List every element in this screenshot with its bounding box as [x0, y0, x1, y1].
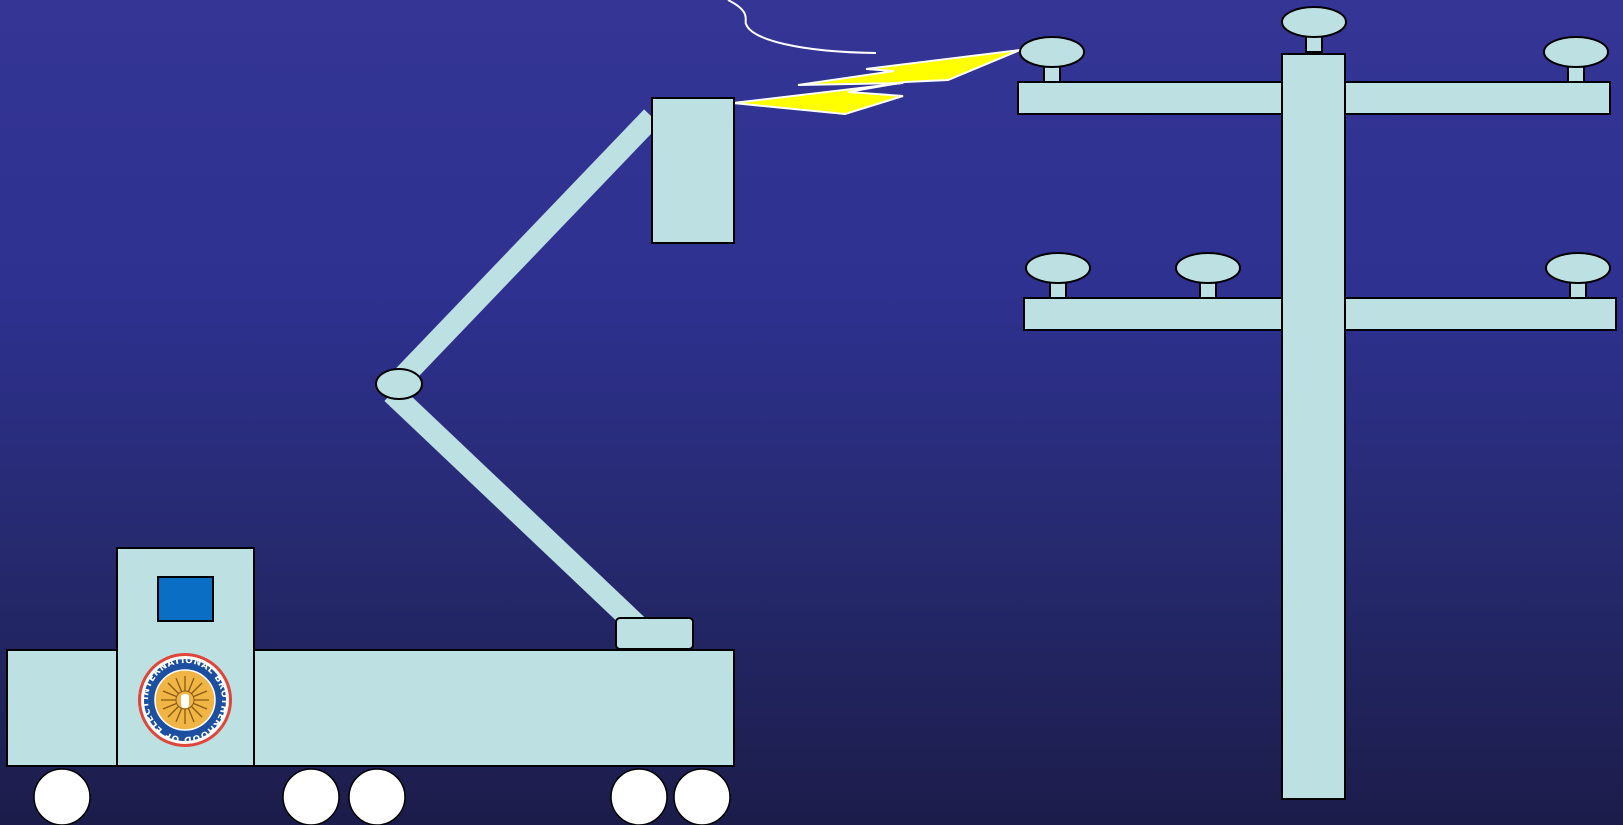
- power-line-wire: [728, 0, 876, 53]
- insulator-icon: [1282, 7, 1346, 52]
- truck-front-hood: [7, 650, 119, 766]
- front-wheel: [34, 769, 90, 825]
- bucket-truck: INTERNATIONAL BROTHERHOOD OF ELECTRICAL …: [7, 548, 734, 766]
- fist-icon: [181, 694, 189, 708]
- insulator-icon: [1176, 253, 1240, 298]
- middle-wheel-right: [349, 769, 405, 825]
- rear-wheel-left: [611, 769, 667, 825]
- electrical-arc-bolt: [733, 50, 1020, 114]
- lower-boom-arm: [392, 393, 642, 630]
- insulator-icon: [1020, 37, 1084, 82]
- middle-wheel-left: [283, 769, 339, 825]
- aerial-bucket: [652, 98, 734, 243]
- insulator-icon: [1544, 37, 1608, 82]
- truck-wheels: [34, 769, 730, 825]
- upper-boom-arm: [400, 117, 652, 380]
- pole-shaft: [1282, 54, 1345, 799]
- truck-bed: [254, 650, 734, 766]
- boom-elbow-joint: [376, 369, 422, 399]
- utility-pole: [1018, 7, 1616, 799]
- insulator-icon: [1026, 253, 1090, 298]
- boom-turret: [616, 618, 693, 649]
- ibew-logo: INTERNATIONAL BROTHERHOOD OF ELECTRICAL …: [138, 653, 232, 747]
- rear-wheel-right: [674, 769, 730, 825]
- insulator-icon: [1546, 253, 1610, 298]
- boom-arm: [376, 117, 693, 649]
- cab-window: [158, 577, 213, 621]
